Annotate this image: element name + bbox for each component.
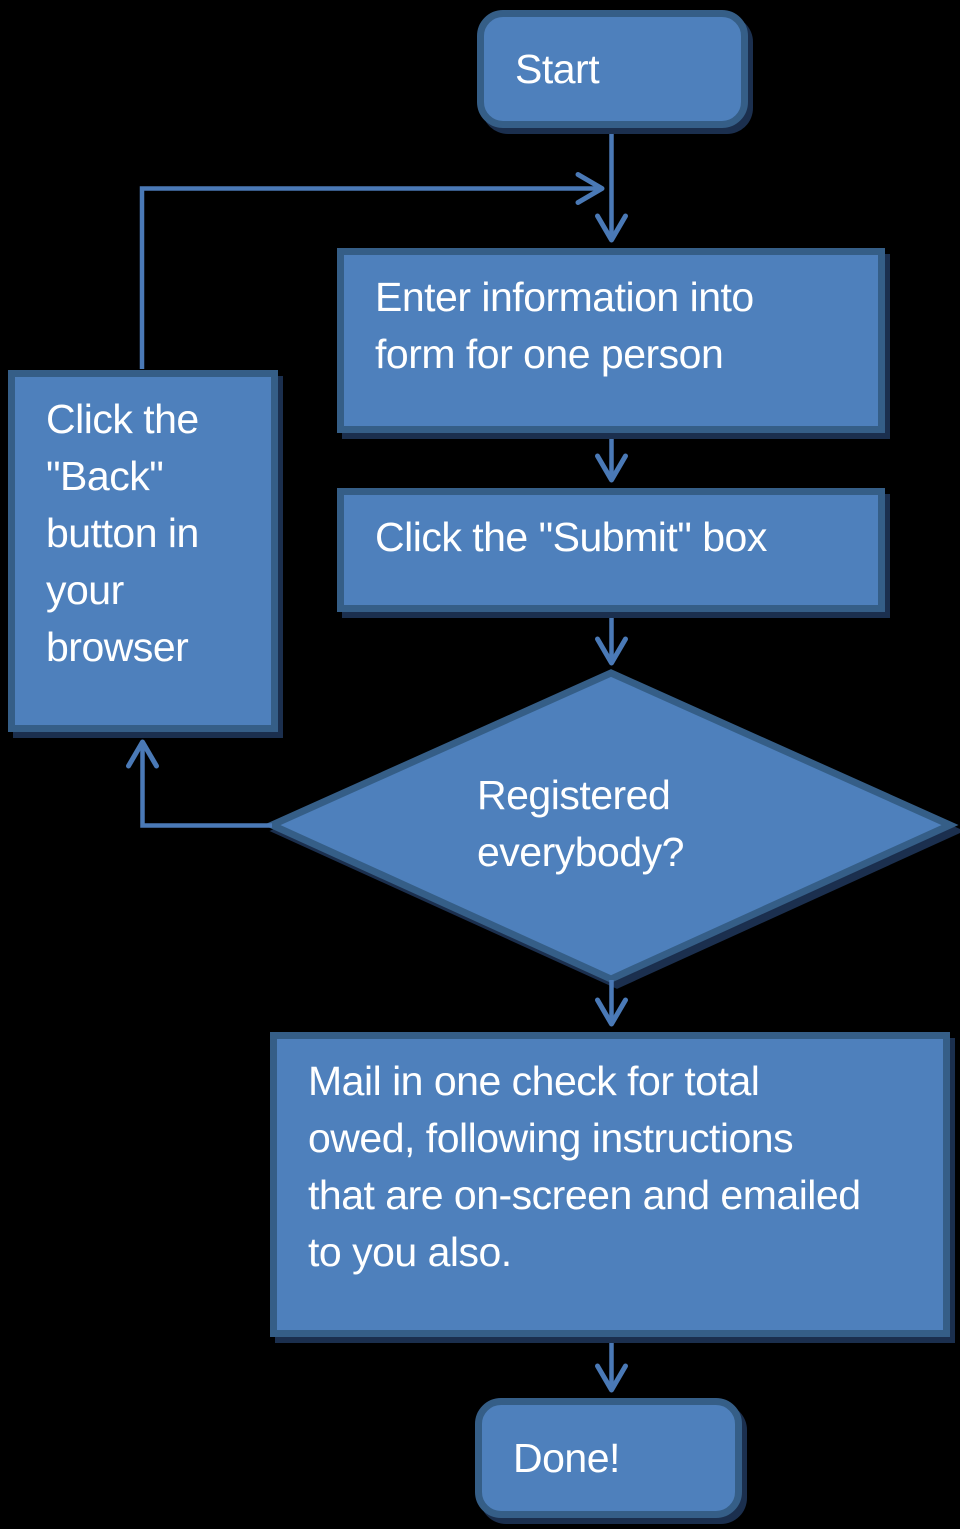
text-line: Click the (46, 396, 199, 442)
text-line: Enter information into (375, 274, 754, 320)
text-line: to you also. (308, 1229, 512, 1275)
text-line: that are on-screen and emailed (308, 1172, 861, 1218)
node-start: Start (477, 10, 748, 128)
text-line: your (46, 567, 124, 613)
node-mail-check: Mail in one check for total owed, followi… (270, 1032, 950, 1337)
node-done: Done! (475, 1398, 742, 1518)
text-line: button in (46, 510, 199, 556)
text-line: Mail in one check for total (308, 1058, 760, 1104)
text-line: browser (46, 624, 189, 670)
text-line: Registered (477, 772, 671, 818)
text-line: everybody? (477, 829, 684, 875)
text-line: "Back" (46, 453, 164, 499)
node-click-submit: Click the "Submit" box (337, 488, 885, 612)
text-line: Click the "Submit" box (375, 514, 767, 560)
text-line: form for one person (375, 331, 724, 377)
edge-decision-to-back (126, 739, 272, 828)
node-enter-info: Enter information into form for one perso… (337, 248, 885, 433)
edge-back-to-enter (139, 172, 605, 369)
node-back-button: Click the "Back" button in your browser (8, 370, 278, 732)
node-done-label: Done! (513, 1434, 620, 1481)
node-registered-label: Registered everybody? (477, 767, 684, 881)
node-start-label: Start (515, 45, 600, 92)
text-line: owed, following instructions (308, 1115, 794, 1161)
decision-diamond-shape (263, 669, 959, 983)
